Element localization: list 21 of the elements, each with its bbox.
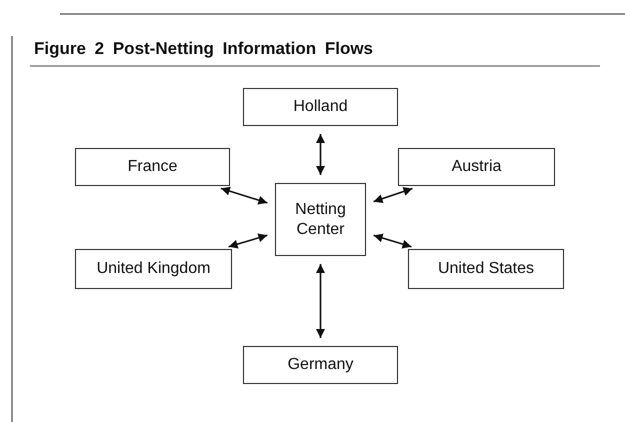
node-label: France — [128, 157, 178, 177]
node-label: Holland — [293, 97, 348, 117]
figure-title: Figure 2 Post-Netting Information Flows — [34, 39, 373, 59]
country-box — [75, 148, 230, 186]
double-arrow — [373, 234, 412, 248]
country-box — [398, 148, 555, 186]
country-box — [243, 346, 398, 384]
double-arrow — [316, 134, 325, 175]
node-label: United States — [438, 259, 534, 279]
country-box — [75, 249, 232, 289]
country-box — [408, 249, 564, 289]
double-arrow — [373, 187, 413, 204]
node-label: Austria — [452, 157, 502, 177]
netting-center-box — [275, 183, 366, 256]
node-label: Germany — [288, 355, 354, 375]
node-label: United Kingdom — [96, 259, 210, 279]
double-arrow — [220, 186, 268, 204]
double-arrow — [228, 234, 268, 248]
double-arrow — [316, 264, 325, 338]
country-box — [243, 88, 398, 126]
node-label: Netting Center — [294, 200, 347, 240]
